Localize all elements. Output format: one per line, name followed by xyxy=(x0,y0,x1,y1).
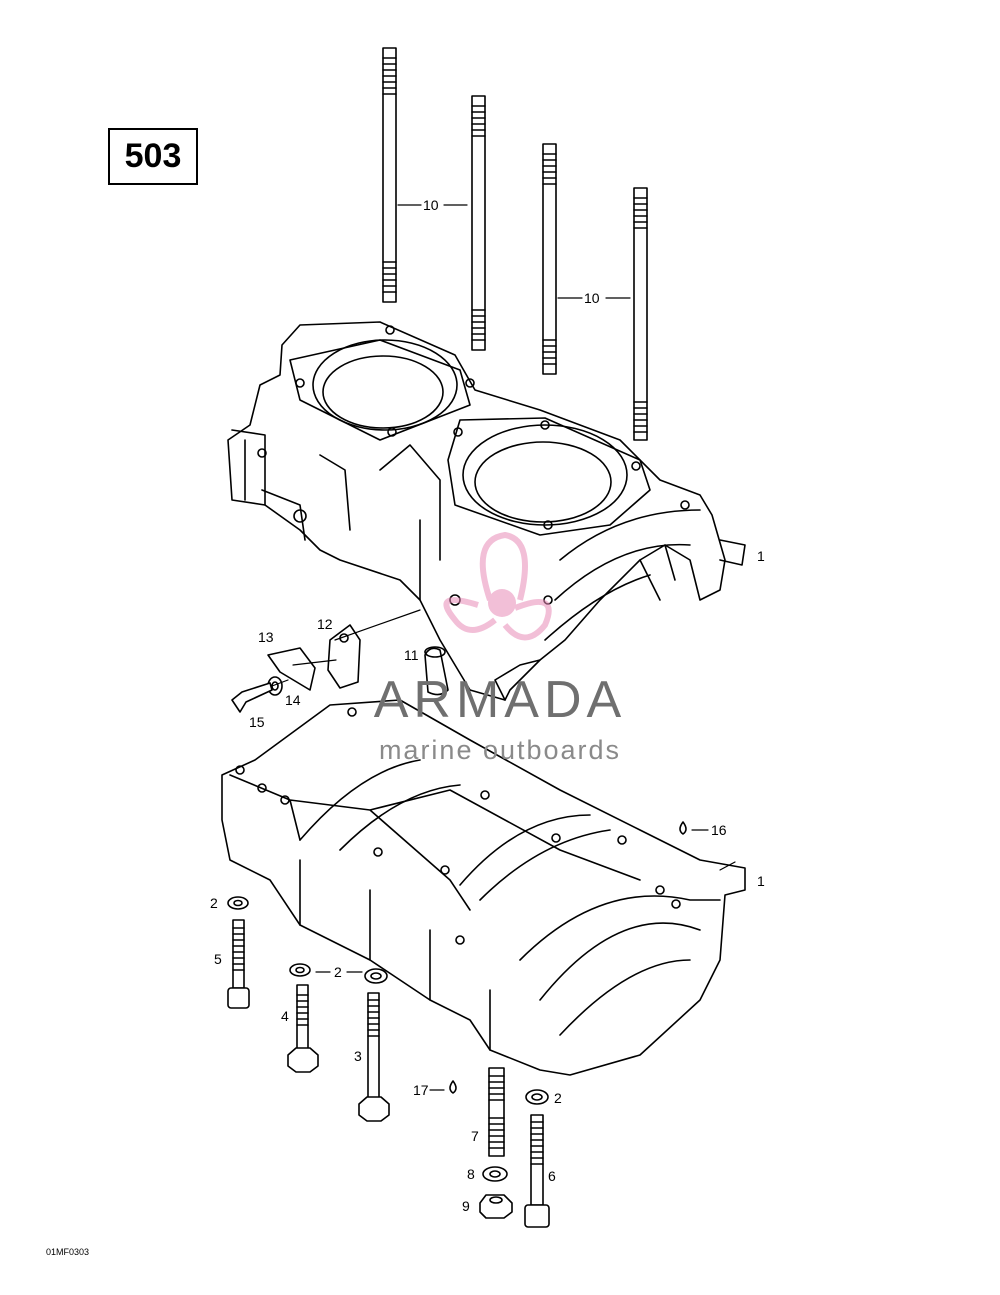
callout-16: 16 xyxy=(711,822,727,838)
bolt-4 xyxy=(287,984,319,1073)
callout-11: 11 xyxy=(404,647,419,663)
clip-13 xyxy=(267,647,316,691)
stud-7 xyxy=(488,1067,505,1157)
callout-2-mid: 2 xyxy=(334,964,342,980)
model-number-box: 503 xyxy=(108,128,198,185)
sealant-drop-16 xyxy=(679,821,687,835)
washer-2-right xyxy=(525,1089,549,1105)
watermark-brand: ARMADA xyxy=(373,671,627,729)
washer-2-mid2 xyxy=(364,968,388,984)
watermark-logo xyxy=(443,531,552,641)
callout-5: 5 xyxy=(214,951,222,967)
upper-crankcase xyxy=(227,321,746,701)
lower-crankcase xyxy=(221,699,746,1076)
callout-2-right: 2 xyxy=(554,1090,562,1106)
stud-10-d xyxy=(633,187,648,441)
sealant-drop-17 xyxy=(449,1080,457,1094)
callout-13: 13 xyxy=(258,629,274,645)
screw-5 xyxy=(227,919,250,1009)
bracket-12 xyxy=(327,624,361,689)
nut-9 xyxy=(479,1194,513,1219)
callout-1-top: 1 xyxy=(757,548,765,564)
bolt-3 xyxy=(358,992,390,1122)
callout-10-left: 10 xyxy=(423,197,439,213)
screw-15 xyxy=(231,682,273,713)
callout-4: 4 xyxy=(281,1008,289,1024)
callout-6: 6 xyxy=(548,1168,556,1184)
callout-15: 15 xyxy=(249,714,265,730)
washer-8 xyxy=(482,1166,508,1182)
washer-2-left xyxy=(227,896,249,910)
watermark-tagline: marine outboards xyxy=(378,735,622,765)
stud-10-c xyxy=(542,143,557,375)
callout-8: 8 xyxy=(467,1166,475,1182)
callout-7: 7 xyxy=(471,1128,479,1144)
callout-1-bottom: 1 xyxy=(757,873,765,889)
screw-6 xyxy=(524,1114,550,1228)
callout-10-right: 10 xyxy=(584,290,600,306)
callout-9: 9 xyxy=(462,1198,470,1214)
stud-10-b xyxy=(471,95,486,351)
callout-2-left: 2 xyxy=(210,895,218,911)
figure-code: 01MF0303 xyxy=(46,1247,90,1257)
fitting-11 xyxy=(424,646,449,696)
callout-3: 3 xyxy=(354,1048,362,1064)
stud-10-a xyxy=(382,47,397,303)
callout-17: 17 xyxy=(413,1082,429,1098)
model-number: 503 xyxy=(124,137,182,175)
callout-14: 14 xyxy=(285,692,301,708)
callout-12: 12 xyxy=(317,616,333,632)
washer-2-mid xyxy=(289,963,311,977)
